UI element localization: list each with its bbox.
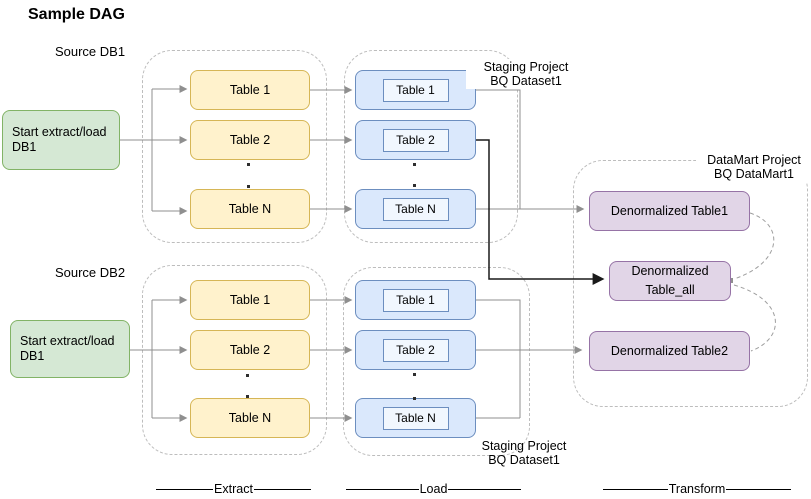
ellipsis-dot [247,185,250,188]
edge-load2-t1-merge [476,299,521,418]
extract-group-db1-container [142,50,327,243]
page-title: Sample DAG [28,6,125,23]
extract1-table1-node: Table 1 [190,70,310,110]
staging-group-2-container [343,267,530,456]
load1-table1-inner-box: Table 1 [382,78,449,102]
ellipsis-dot [413,373,416,376]
load2-tableN-node: Table N [355,398,476,438]
stage-line [726,488,791,490]
load2-table1-inner-box: Table 1 [382,288,449,312]
staging-top-line2: BQ Dataset1 [490,74,562,88]
load1-tableN-node: Table N [355,189,476,229]
transform-stage-text: Transform [668,482,726,496]
ellipsis-dot [247,163,250,166]
ellipsis-dot [413,184,416,187]
edge-dashed-table2-to-table-all [733,284,776,352]
datamart-line1: DataMart Project [707,153,801,167]
ellipsis-dot [413,397,416,400]
edge-load1-t1-merge [476,89,521,209]
start2-line2: DB1 [20,349,45,363]
extract1-tableN-node: Table N [190,189,310,229]
staging-project-label-bottom: Staging Project BQ Dataset1 [466,439,582,467]
stage-line [603,488,668,490]
stage-line [156,488,214,490]
load-stage-label: Load [346,482,521,496]
denormalized-table-all-node: Denormalized Table_all [609,261,731,301]
extract-stage-text: Extract [214,482,253,496]
extract-group-db2-container [142,265,327,455]
datamart-group-container [573,160,808,407]
load2-table2-node: Table 2 [355,330,476,370]
denormalized-table2-node: Denormalized Table2 [589,331,750,371]
load1-table1-node: Table 1 [355,70,476,110]
start-extract-load-db2-node: Start extract/load DB1 [10,320,130,378]
load-stage-text: Load [419,482,448,496]
source-db1-label: Source DB1 [54,44,126,59]
start1-line1: Start extract/load [12,125,107,139]
transform-stage-label: Transform [603,482,791,496]
load2-table2-inner-box: Table 2 [382,338,449,362]
load1-tableN-inner-box: Table N [382,197,449,221]
staging-bottom-line2: BQ Dataset1 [488,453,560,467]
denormalized-table1-node: Denormalized Table1 [589,191,750,231]
source-db2-label: Source DB2 [54,265,126,280]
stage-line [346,488,419,490]
start1-line2: DB1 [12,140,37,154]
start2-line1: Start extract/load [20,334,115,348]
staging-top-line1: Staging Project [483,60,569,74]
stage-line [448,488,521,490]
ellipsis-dot [246,374,249,377]
datamart-project-label: DataMart Project BQ DataMart1 [696,152,811,182]
edge-load1-t2-denormalized-table-all [476,139,605,285]
staging-project-label-top: Staging Project BQ Dataset1 [466,59,586,89]
extract2-table2-node: Table 2 [190,330,310,370]
load1-table2-inner-box: Table 2 [382,128,449,152]
datamart-line2: BQ DataMart1 [714,167,794,181]
extract-stage-label: Extract [156,482,311,496]
ellipsis-dot [246,395,249,398]
extract2-tableN-node: Table N [190,398,310,438]
staging-bottom-line1: Staging Project [481,439,567,453]
load2-tableN-inner-box: Table N [382,406,449,430]
load1-table2-node: Table 2 [355,120,476,160]
edge-dashed-table1-to-table-all [733,212,775,280]
start-extract-load-db1-node: Start extract/load DB1 [2,110,120,170]
stage-line [253,488,311,490]
extract2-table1-node: Table 1 [190,280,310,320]
load2-table1-node: Table 1 [355,280,476,320]
extract1-table2-node: Table 2 [190,120,310,160]
staging-group-1-container [344,50,518,243]
ellipsis-dot [413,163,416,166]
